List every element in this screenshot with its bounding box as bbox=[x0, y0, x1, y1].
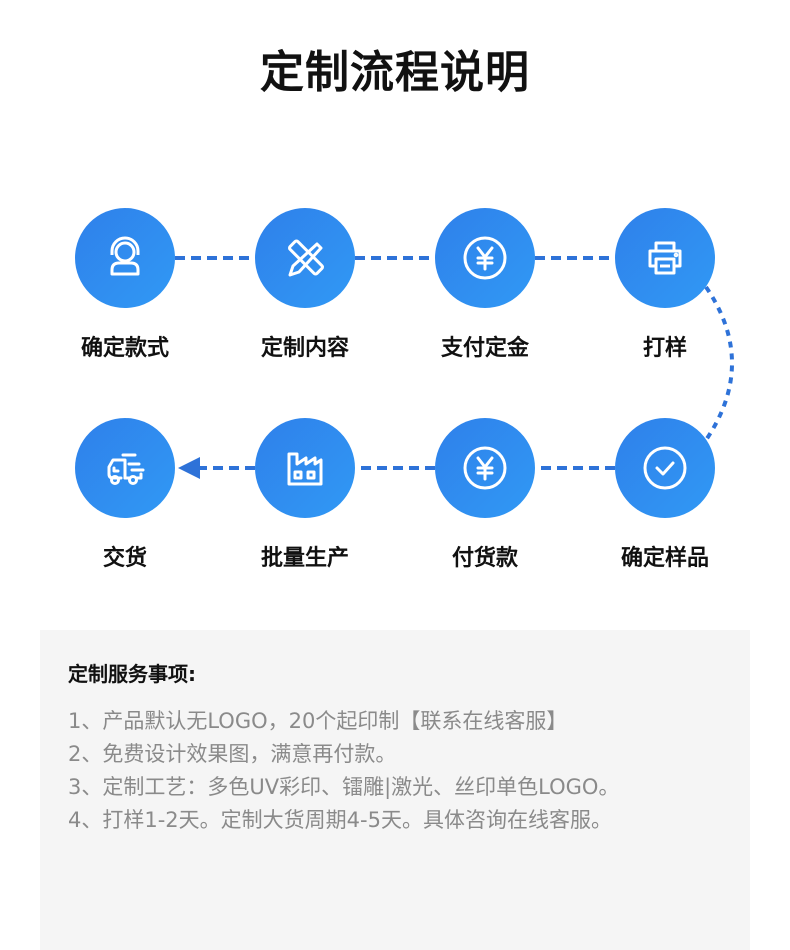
customer-service-headset-icon bbox=[110, 236, 140, 276]
flow-connectors bbox=[175, 256, 734, 479]
arrow-head-icon bbox=[178, 457, 200, 479]
delivery-truck-icon bbox=[107, 453, 145, 485]
service-notes-panel: 定制服务事项: 1、产品默认无LOGO，20个起印制【联系在线客服】 2、免费设… bbox=[40, 630, 750, 950]
step-sampling: 打样 bbox=[595, 208, 735, 362]
note-item: 2、免费设计效果图，满意再付款。 bbox=[68, 742, 397, 766]
step-confirm-sample: 确定样品 bbox=[595, 418, 735, 572]
step-circle bbox=[75, 418, 175, 518]
step-circle bbox=[255, 418, 355, 518]
note-item: 4、打样1-2天。定制大货周期4-5天。具体咨询在线客服。 bbox=[68, 808, 612, 832]
page-title: 定制流程说明 bbox=[260, 47, 530, 98]
process-flow: 确定款式 定制内容 支付定金 bbox=[55, 208, 735, 572]
step-label: 定制内容 bbox=[260, 336, 349, 361]
step-label: 批量生产 bbox=[260, 546, 349, 571]
step-circle bbox=[435, 418, 535, 518]
check-circle-icon bbox=[643, 446, 687, 490]
step-label: 支付定金 bbox=[440, 336, 529, 361]
printer-icon bbox=[648, 241, 682, 275]
step-circle bbox=[75, 208, 175, 308]
step-pay-deposit: 支付定金 bbox=[415, 208, 555, 362]
step-choose-style: 确定款式 bbox=[55, 208, 195, 362]
factory-icon bbox=[287, 452, 323, 486]
note-item: 1、产品默认无LOGO，20个起印制【联系在线客服】 bbox=[68, 709, 568, 733]
step-circle bbox=[615, 208, 715, 308]
step-custom-content: 定制内容 bbox=[235, 208, 375, 362]
step-pay-balance: 付货款 bbox=[415, 418, 555, 572]
pencil-ruler-icon bbox=[288, 239, 324, 277]
step-label: 确定样品 bbox=[620, 546, 709, 571]
step-label: 确定款式 bbox=[80, 336, 169, 361]
yen-coin-icon bbox=[463, 236, 507, 280]
notes-title: 定制服务事项: bbox=[68, 662, 196, 686]
step-mass-production: 批量生产 bbox=[235, 418, 375, 572]
step-label: 打样 bbox=[642, 336, 687, 361]
note-item: 3、定制工艺：多色UV彩印、镭雕|激光、丝印单色LOGO。 bbox=[68, 775, 620, 799]
step-circle bbox=[435, 208, 535, 308]
step-delivery: 交货 bbox=[55, 418, 195, 572]
step-label: 付货款 bbox=[451, 546, 518, 571]
step-label: 交货 bbox=[102, 546, 147, 571]
step-circle bbox=[255, 208, 355, 308]
yen-coin-icon bbox=[463, 446, 507, 490]
step-circle bbox=[615, 418, 715, 518]
